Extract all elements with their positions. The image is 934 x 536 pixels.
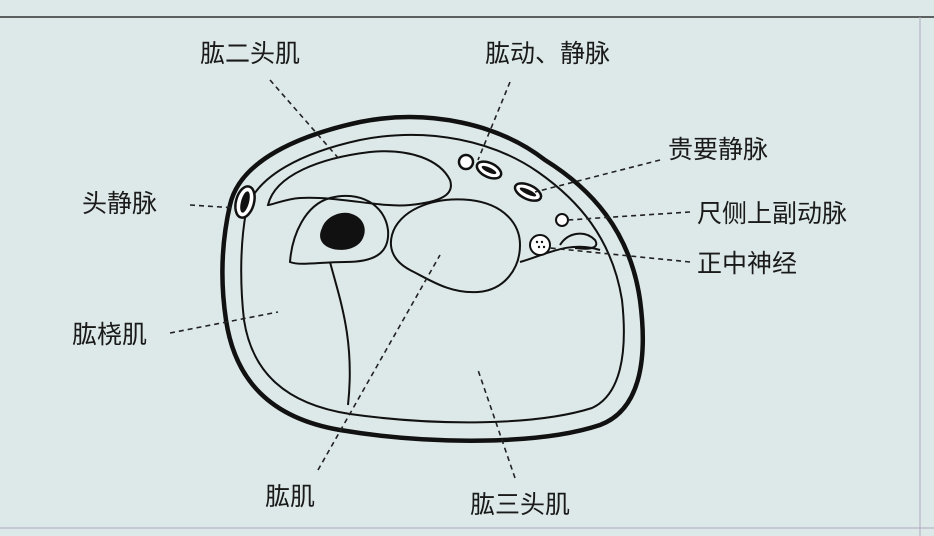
brachialis-muscle-outline xyxy=(390,198,522,294)
label-basilic-vein: 贵要静脉 xyxy=(668,135,768,164)
bone-marrow xyxy=(320,212,365,250)
brachial-vein-lumen xyxy=(481,165,497,175)
label-brachial-vessels: 肱动、静脉 xyxy=(485,39,610,68)
inner-fascia-outline xyxy=(240,133,625,424)
brachial-artery xyxy=(457,153,475,171)
humerus-bone-outline xyxy=(288,194,390,265)
basilic-vein-lumen xyxy=(519,187,537,197)
skin-outer-outline xyxy=(220,114,646,443)
leader-brachioradialis xyxy=(169,311,279,334)
leader-triceps xyxy=(477,369,516,479)
median-nerve-dot xyxy=(542,245,546,249)
leader-basilic-vein xyxy=(534,159,661,193)
label-brachioradialis: 肱桡肌 xyxy=(72,320,147,349)
superior-ulnar-collateral-artery xyxy=(555,213,569,227)
biceps-muscle-outline xyxy=(266,150,452,207)
label-superior-ulnar-collateral-artery: 尺侧上副动脉 xyxy=(697,199,847,228)
leader-cephalic-vein xyxy=(189,204,237,209)
leader-ulnar-collateral xyxy=(567,211,691,221)
intermuscular-septum xyxy=(329,261,351,406)
label-triceps: 肱三头肌 xyxy=(470,490,570,519)
median-nerve-dot xyxy=(540,240,544,244)
median-nerve-dot xyxy=(535,240,539,244)
label-cephalic-vein: 头静脉 xyxy=(82,189,157,218)
cephalic-vein-lumen xyxy=(240,191,250,213)
median-nerve-dot xyxy=(537,245,541,249)
label-median-nerve: 正中神经 xyxy=(697,249,797,278)
label-biceps: 肱二头肌 xyxy=(200,39,300,68)
ulnar-region-outline xyxy=(559,232,598,250)
label-brachialis: 肱肌 xyxy=(265,482,315,511)
median-nerve xyxy=(529,234,551,256)
leader-median-nerve xyxy=(549,247,691,263)
